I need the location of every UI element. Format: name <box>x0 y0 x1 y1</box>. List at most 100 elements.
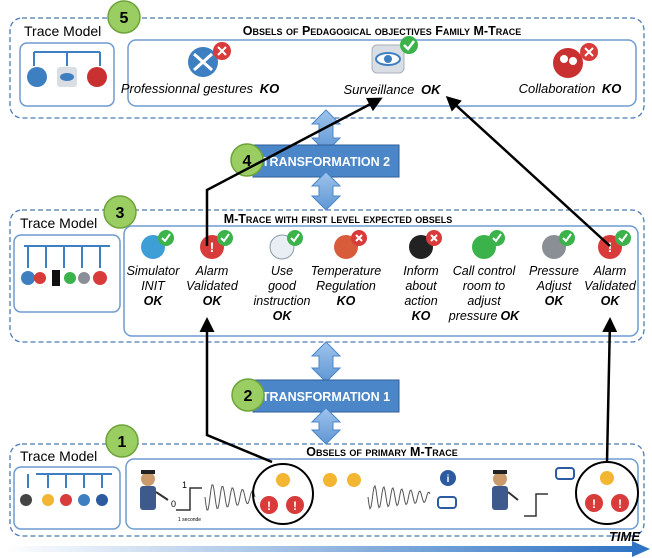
level3-obsel-list: SimulatorINITOK!AlarmValidatedOKUsegoodi… <box>127 230 637 323</box>
obsel-label-line: good <box>268 279 297 293</box>
teacher-figure-icon <box>140 470 169 510</box>
svg-text:1: 1 <box>118 434 127 451</box>
svg-text:!: ! <box>293 499 297 513</box>
level3-obsel-panel <box>123 225 639 337</box>
ok-badge-icon <box>400 36 418 54</box>
obsel-label-line: Validated <box>584 279 637 293</box>
obsel-status: KO <box>337 294 356 308</box>
level1-trace-model-label: Trace Model <box>20 448 97 464</box>
svg-text:!: ! <box>618 497 622 511</box>
level1-title: Obsels of primary M-Trace <box>306 445 458 459</box>
person-head-icon <box>276 473 290 487</box>
obsel-label-line: Alarm <box>593 264 627 278</box>
level1-dashed-frame <box>9 443 645 537</box>
step-circle-5: 5 <box>107 0 141 34</box>
users-icon <box>87 67 107 87</box>
obsel-label-line: Inform <box>403 264 438 278</box>
obsel-label: Surveillance <box>344 82 415 97</box>
level5-trace-model-label: Trace Model <box>24 23 101 39</box>
transform1-double-arrow-top <box>310 341 342 383</box>
obsel-status: OK <box>421 82 442 97</box>
obsel-status: OK <box>273 309 293 323</box>
svg-text:!: ! <box>267 499 271 513</box>
obsel-status: KO <box>602 81 622 96</box>
svg-text:4: 4 <box>243 153 252 170</box>
obsel-status: OK <box>203 294 223 308</box>
obsel-label: Professionnal gestures <box>121 81 254 96</box>
speaker-icons <box>323 473 361 487</box>
sine-wave-plot-1 <box>204 484 256 511</box>
svg-text:0: 0 <box>171 499 176 509</box>
step-circle-3: 3 <box>103 195 137 229</box>
time-label: TIME <box>609 529 640 544</box>
level3-dashed-frame <box>9 209 645 343</box>
obsel-label-line: Pressure <box>529 264 579 278</box>
svg-text:3: 3 <box>116 205 125 222</box>
alarm-icon <box>260 496 278 514</box>
level1-trace-model-box <box>13 466 121 530</box>
svg-text:Collaboration KO: Collaboration KO <box>519 81 622 96</box>
arrow-alarm-1-to-surveillance <box>205 97 383 246</box>
obsel-label-line: Call control <box>453 264 517 278</box>
svg-text:1: 1 <box>182 480 187 490</box>
step-circle-1: 1 <box>105 424 139 458</box>
obsel-label-line: adjust <box>467 294 501 308</box>
transform1-label: TRANSFORMATION 1 <box>262 390 390 404</box>
person-head-icon <box>600 471 614 485</box>
flow-arrows <box>199 95 618 464</box>
obsel-label: Collaboration <box>519 81 596 96</box>
surveillance-obsel: Surveillance OK <box>344 36 443 97</box>
time-axis-arrow <box>4 541 650 557</box>
obsel-status: OK <box>144 294 164 308</box>
svg-text:Surveillance OK: Surveillance OK <box>344 82 443 97</box>
signal-step-plot-2 <box>524 493 548 517</box>
obsel-status: KO <box>412 309 431 323</box>
obsel-status: OK <box>500 309 520 323</box>
arrow-alarm-2-to-surveillance <box>445 95 611 247</box>
svg-text:2: 2 <box>244 388 253 405</box>
step-circle-2: 2 <box>231 378 265 412</box>
obsel-status: OK <box>545 294 565 308</box>
obsel-status: KO <box>260 81 280 96</box>
obsel-label-line: Alarm <box>195 264 229 278</box>
obsel-label-line: action <box>404 294 437 308</box>
alarm-icon <box>585 494 603 512</box>
obsel-label-line: about <box>405 279 437 293</box>
svg-text:!: ! <box>592 497 596 511</box>
phone-icon <box>437 496 457 509</box>
svg-text:5: 5 <box>120 10 129 27</box>
primary-obsel-group-1: ! ! <box>252 463 314 525</box>
obsel-label-line: Simulator <box>127 264 181 278</box>
obsel-status: OK <box>601 294 621 308</box>
teacher-figure-icon-2 <box>492 470 519 510</box>
transform2-label: TRANSFORMATION 2 <box>262 155 390 169</box>
sine-wave-plot-2 <box>367 484 431 510</box>
professional-gestures-obsel: Professionnal gestures KO <box>121 42 279 96</box>
obsel-label-line: Adjust <box>536 279 572 293</box>
signal-step-plot: 1 0 1 seconde <box>171 480 202 523</box>
arrow-primary-to-alarm-2 <box>602 317 618 463</box>
obsel-label-line: instruction <box>254 294 311 308</box>
level3-trace-model-box <box>13 234 121 313</box>
alarm-icon <box>286 496 304 514</box>
level3-title: M-Trace with first level expected obsels <box>224 212 453 226</box>
info-icon: i <box>440 470 456 486</box>
arrow-primary-to-alarm-1 <box>199 317 273 464</box>
obsel-label-line: Use <box>271 264 293 278</box>
collaboration-obsel: Collaboration KO <box>519 43 622 96</box>
alarm-icon <box>611 494 629 512</box>
svg-text:1 seconde: 1 seconde <box>178 517 201 523</box>
alarm-glyph: ! <box>210 239 215 255</box>
obsel-label-line: INIT <box>141 279 166 293</box>
obsel-label-line: Temperature <box>311 264 381 278</box>
obsel-label-line: Regulation <box>316 279 376 293</box>
level5-trace-model-box <box>19 42 115 107</box>
users-icon <box>553 48 583 78</box>
transform1-box <box>252 379 400 413</box>
step-circle-4: 4 <box>230 143 264 177</box>
phone-icon-2 <box>555 467 575 480</box>
